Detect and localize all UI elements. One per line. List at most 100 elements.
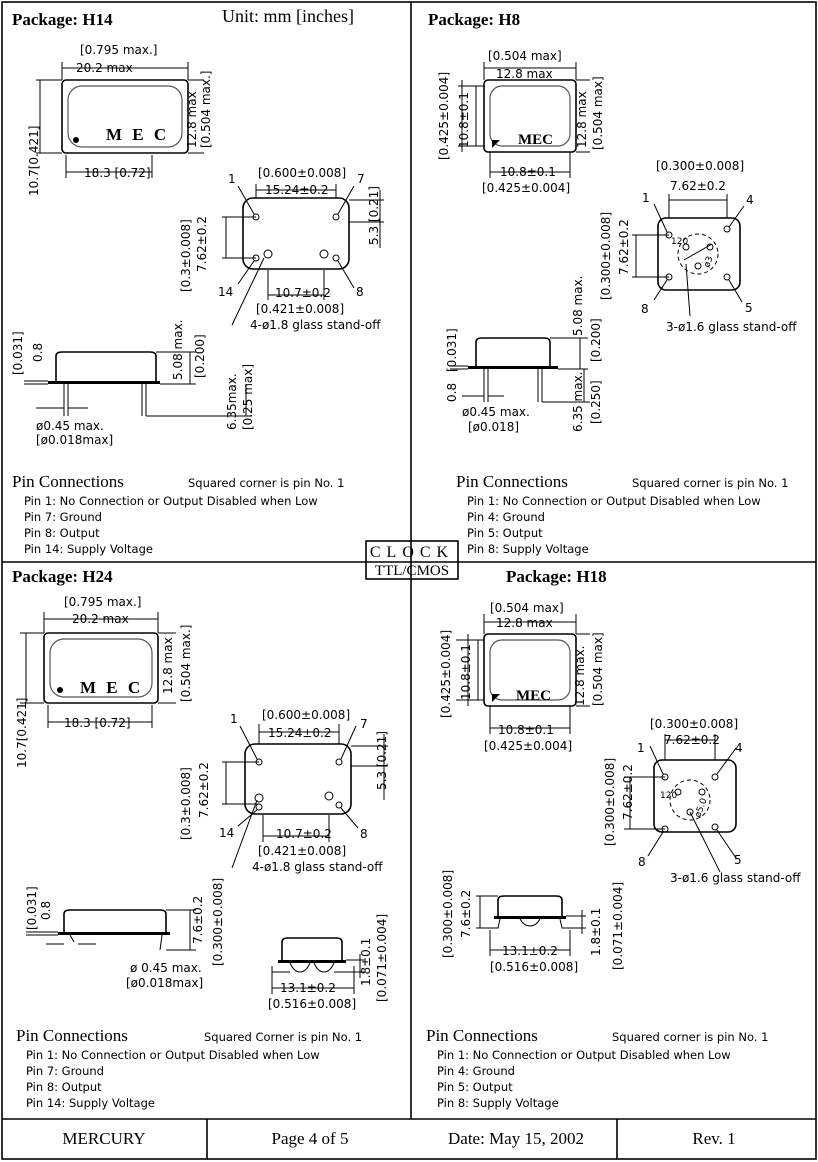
pin-line: Pin 7: Ground [24,510,102,524]
dim-label: 3-ø1.6 glass stand-off [666,320,797,334]
pin-line: Pin 8: Output [24,526,100,540]
dim-label: [0.25 max] [241,364,255,430]
dim-label: [0.425±0.004] [439,630,453,718]
dim-label: 4-ø1.8 glass stand-off [250,318,381,332]
company-name: MERCURY [62,1129,145,1148]
revision-date: Date: May 15, 2002 [448,1129,584,1148]
title-block: MERCURY Page 4 of 5 Date: May 15, 2002 R… [62,1129,735,1148]
pin-number: 1 [228,172,236,186]
dim-label: ø5.0 [693,797,709,819]
dim-label: 18.3 [0.72] [64,716,131,730]
dim-label: [0.031] [11,331,25,375]
dim-label: ø 0.45 max. [130,961,202,975]
dim-label: ø0.45 max. [462,405,530,419]
pin-line: Pin 1: No Connection or Output Disabled … [26,1048,320,1062]
pin-number: 5 [745,301,753,315]
dim-label: [0.600±0.008] [262,708,350,722]
dim-label: 10.8±0.1 [459,644,473,700]
dim-label: 10.7±0.2 [276,827,332,841]
dim-label: 12.8 max [161,637,175,694]
dim-label: 120 [671,237,688,247]
dim-label: 13.1±0.2 [280,981,336,995]
dim-label: [0.031] [25,886,39,930]
h24-pin-view [222,724,388,869]
h14-marking: M E C [106,125,169,144]
dim-label: 0.8 [39,901,53,920]
dim-label: 5.08 max. [171,320,185,381]
dim-label: [0.425±0.004] [484,739,572,753]
pin-line: Pin 1: No Connection or Output Disabled … [437,1048,731,1062]
pin-line: Pin 8: Supply Voltage [467,542,589,556]
dim-label: [0.504 max] [490,601,564,615]
dim-label: 10.8±0.1 [498,723,554,737]
dim-label: [0.300±0.008] [656,159,744,173]
dim-label: [ø0.018max] [126,976,203,990]
h18-top-view: MEC [456,614,590,734]
package-title: Package: H14 [12,10,113,29]
dim-label: [0.200] [589,318,603,362]
pin-line: Pin 4: Ground [467,510,545,524]
dim-label: [0.071±0.004] [375,914,389,1002]
clock-label: CLOCK [370,544,454,561]
package-h14: Package: H14 M E C [0.795 max.] 20.2 max… [11,10,384,556]
package-h18: Package: H18 MEC [0.504 max] 12.8 max [0… [426,567,801,1110]
h18-marking: MEC [516,688,551,704]
pin-line: Pin 5: Output [467,526,543,540]
h14-top-view: M E C [36,62,204,178]
pin-line: Pin 5: Output [437,1080,513,1094]
h24-marking: M E C [80,678,143,697]
pin-connections-heading: Pin Connections [16,1026,128,1045]
pin-note: Squared corner is pin No. 1 [632,476,788,490]
dim-label: 4-ø1.8 glass stand-off [252,860,383,874]
package-title: Package: H8 [428,10,520,29]
pin-number: 8 [360,827,368,841]
dim-label: [0.600±0.008] [258,166,346,180]
pin-number: 7 [357,172,365,186]
h8-pin-view [632,194,745,317]
dim-label: 1.8±0.1 [589,908,603,956]
dim-label: [0.504 max] [591,632,605,706]
dim-label: ø0.45 max. [36,419,104,433]
pin-connections-heading: Pin Connections [426,1026,538,1045]
dim-label: [0.516±0.008] [268,997,356,1011]
dim-label: 12.8 max [575,91,589,148]
pin-number: 5 [734,853,742,867]
pin-number: 8 [638,855,646,869]
dim-label: 10.7[0.421] [15,698,29,768]
clock-label-box: CLOCK TTL/CMOS [365,540,459,580]
dim-label: 0.8 [445,383,459,402]
dim-label: [0.795 max.] [64,595,142,609]
dim-label: [0.504 max.] [199,71,213,149]
dim-label: 7.62±0.2 [670,179,726,193]
dim-label: 10.7±0.2 [275,286,331,300]
dim-label: 15.24±0.2 [268,726,332,740]
dim-label: [0.300±0.008] [650,717,738,731]
dim-label: 7.62±0.2 [197,762,211,818]
package-h8: Package: H8 MEC [0.504 max] 12.8 max [0.… [428,10,797,556]
dim-label: [0.300±0.008] [211,878,225,966]
dim-label: [0.200] [193,334,207,378]
h14-pin-view [222,184,384,326]
dim-label: 5.3 [0.21] [375,731,389,790]
dim-label: 12.8 max. [573,646,587,707]
dim-label: [0.504 max] [488,49,562,63]
dim-label: 6.35max. [225,373,239,430]
dim-label: [ø0.018max] [36,433,113,447]
dim-label: 20.2 max [76,61,133,75]
dim-label: 0.8 [31,343,45,362]
dim-label: [0.300±0.008] [441,870,455,958]
unit-label: Unit: mm [inches] [222,6,354,26]
dim-label: [0.421±0.008] [256,302,344,316]
dim-label: 7.62±0.2 [664,733,720,747]
dim-label: [0.504 max.] [179,625,193,703]
dim-label: 12.8 max [496,616,553,630]
dim-label: 10.7[0.421] [27,126,41,196]
dim-label: [0.3±0.008] [179,767,193,840]
pin-connections-heading: Pin Connections [12,472,124,491]
pin-line: Pin 7: Ground [26,1064,104,1078]
pin-line: Pin 14: Supply Voltage [24,542,153,556]
pin-number: 1 [637,741,645,755]
dim-label: 7.62±0.2 [617,219,631,275]
dim-label: [0.425±0.004] [482,181,570,195]
